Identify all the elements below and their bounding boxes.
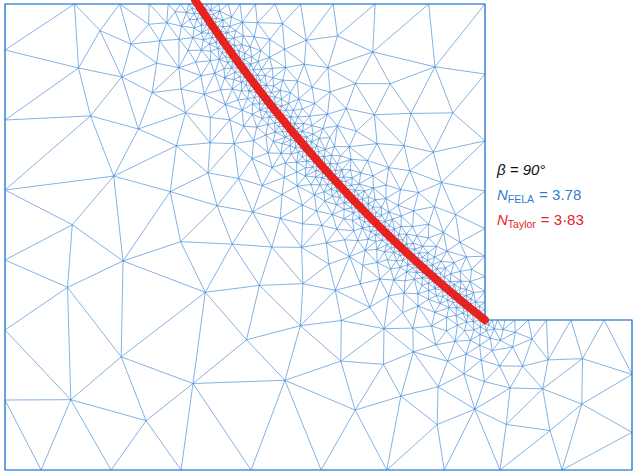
value-label: β = 90° [497, 161, 545, 178]
value-label: = 3.78 [539, 186, 581, 203]
domain-boundary [5, 4, 632, 470]
subscript-label: Taylor [508, 218, 536, 230]
value-label: = 3·83 [541, 211, 584, 228]
failure-surface [195, 0, 485, 320]
label-row: NFELA = 3.78 [497, 186, 584, 211]
label-row: NTaylor = 3·83 [497, 211, 584, 236]
value-label: N [497, 211, 508, 228]
result-labels: β = 90°NFELA= 3.78NTaylor= 3·83 [497, 161, 584, 236]
subscript-label: FELA [508, 193, 534, 205]
value-label: N [497, 186, 508, 203]
label-row: β = 90° [497, 161, 584, 186]
finite-element-mesh [5, 4, 632, 470]
